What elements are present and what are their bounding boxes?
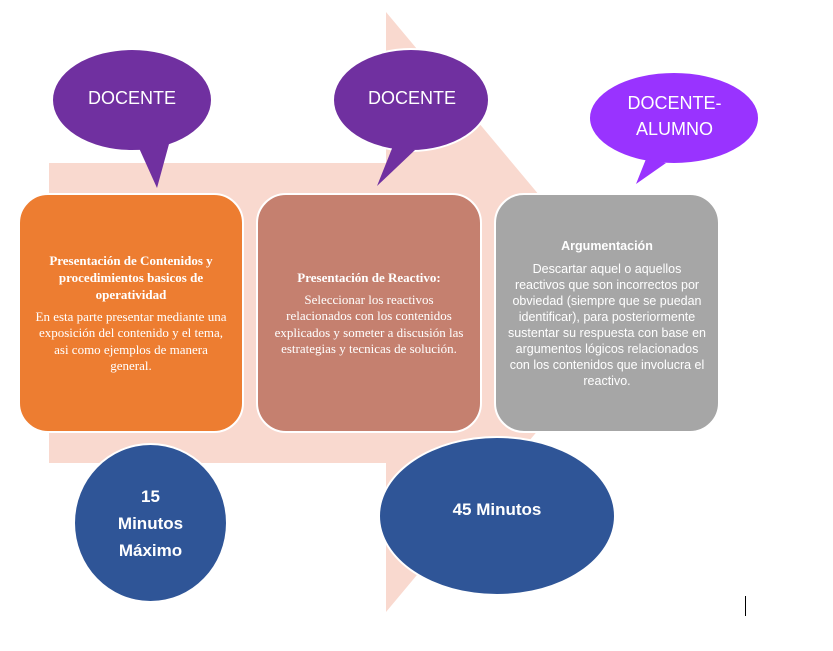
speech-bubble-shape (333, 48, 490, 186)
speech-bubble-docente-alumno: DOCENTE- ALUMNO (588, 71, 761, 186)
step-title: Presentación de Reactivo: (297, 269, 441, 285)
step-card-presentacion-contenidos: Presentación de Contenidos y procedimien… (18, 193, 244, 433)
bubble-label: DOCENTE- ALUMNO (627, 93, 722, 139)
speech-bubble-docente-2: DOCENTE (333, 48, 491, 188)
time-circle-15-minutos: 15 Minutos Máximo (73, 443, 228, 603)
time-label: 45 Minutos (452, 499, 542, 519)
step-title: Presentación de Contenidos y procedimien… (49, 252, 213, 302)
step-description: En esta parte presentar mediante una exp… (35, 308, 227, 374)
bubble-label: DOCENTE (367, 88, 456, 109)
time-label: 15 Minutos Máximo (117, 486, 184, 560)
speech-bubble-shape (588, 71, 760, 184)
step-title: Argumentación (561, 238, 653, 253)
step-card-presentacion-reactivo: Presentación de Reactivo: Seleccionar lo… (256, 193, 482, 433)
time-circle-45-minutos: 45 Minutos (378, 436, 616, 596)
step-card-argumentacion: Argumentación Descartar aquel o aquellos… (494, 193, 720, 433)
text-cursor (745, 596, 746, 616)
speech-bubble-docente-1: DOCENTE (51, 48, 213, 188)
bubble-label: DOCENTE (87, 88, 176, 109)
speech-bubble-shape (51, 48, 213, 188)
step-description: Seleccionar los reactivos relacionados c… (274, 291, 464, 357)
step-description: Descartar aquel o aquellos reactivos que… (507, 261, 707, 388)
